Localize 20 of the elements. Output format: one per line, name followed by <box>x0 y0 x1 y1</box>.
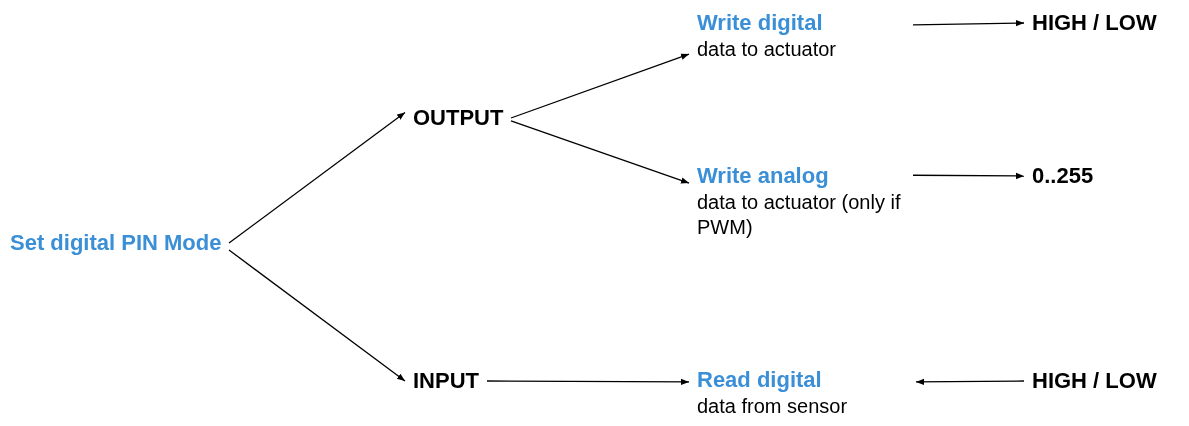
action-title: Write analog <box>697 162 829 190</box>
mode-label: INPUT <box>413 367 479 395</box>
action-description: data from sensor <box>697 394 848 419</box>
value-label: HIGH / LOW <box>1032 367 1157 395</box>
action-description: data to actuator <box>697 37 836 62</box>
arrow <box>510 53 690 119</box>
root-label: Set digital PIN Mode <box>10 229 222 257</box>
arrow <box>912 172 1025 180</box>
mode-label: OUTPUT <box>413 104 504 132</box>
action-description: data to actuator (only if PWM) <box>697 190 902 240</box>
arrow <box>912 19 1025 27</box>
value-label: 0..255 <box>1032 162 1094 190</box>
arrow <box>915 378 1025 386</box>
action-title: Read digital <box>697 366 822 394</box>
arrow <box>228 249 406 382</box>
action-title: Write digital <box>697 9 823 37</box>
arrow <box>486 378 690 386</box>
value-label: HIGH / LOW <box>1032 9 1157 37</box>
arrow <box>228 111 406 244</box>
arrow <box>510 120 690 184</box>
